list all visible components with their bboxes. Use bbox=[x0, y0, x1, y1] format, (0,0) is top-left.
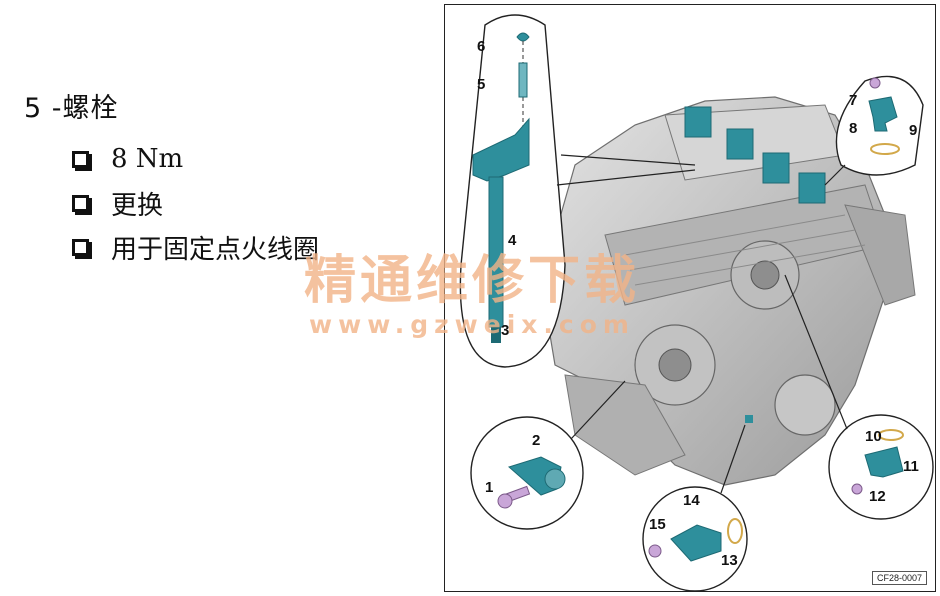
callout-7: 7 bbox=[849, 92, 857, 109]
callout-11: 11 bbox=[903, 458, 919, 475]
spec-list: 8 Nm 更换 用于固定点火线圈 bbox=[72, 137, 319, 269]
callout-10: 10 bbox=[865, 428, 882, 445]
engine-illustration: 1 2 3 4 5 6 7 8 9 10 11 12 13 14 15 bbox=[459, 14, 934, 592]
speed-sensor-inset-bottom bbox=[642, 424, 748, 592]
spec-text: 更换 bbox=[111, 190, 164, 221]
callout-15: 15 bbox=[649, 516, 666, 533]
callout-8: 8 bbox=[849, 120, 857, 137]
engine-diagram: 1 2 3 4 5 6 7 8 9 10 11 12 13 14 15 CF28… bbox=[444, 4, 936, 592]
knock-sensor-inset bbox=[470, 380, 626, 530]
callout-3: 3 bbox=[501, 322, 509, 339]
spec-item-purpose: 用于固定点火线圈 bbox=[72, 225, 319, 269]
callout-5: 5 bbox=[477, 76, 485, 93]
engine-block bbox=[544, 96, 916, 486]
callout-14: 14 bbox=[683, 492, 700, 509]
camshaft-sensor-inset-top bbox=[824, 75, 924, 186]
callout-6: 6 bbox=[477, 38, 485, 55]
checkbox-square-icon bbox=[72, 238, 89, 256]
spec-text: 8 Nm bbox=[111, 144, 184, 174]
spec-item-torque: 8 Nm bbox=[72, 137, 319, 181]
figure-code: CF28-0007 bbox=[871, 571, 927, 585]
callout-labels: 1 2 3 4 5 6 7 8 9 10 11 12 13 14 15 bbox=[477, 38, 919, 569]
callout-2: 2 bbox=[532, 432, 540, 449]
ignition-coil-inset bbox=[459, 14, 696, 368]
callout-1: 1 bbox=[485, 479, 493, 496]
spec-text: 用于固定点火线圈 bbox=[111, 234, 320, 265]
callout-4: 4 bbox=[508, 232, 517, 249]
text-panel: 5 -螺栓 8 Nm 更换 用于固定点火线圈 bbox=[0, 0, 440, 596]
callout-13: 13 bbox=[721, 552, 738, 569]
checkbox-square-icon bbox=[72, 150, 89, 168]
camshaft-sensor-inset-bottom bbox=[784, 274, 934, 520]
checkbox-square-icon bbox=[72, 194, 89, 212]
callout-9: 9 bbox=[909, 122, 917, 139]
spec-item-replace: 更换 bbox=[72, 181, 319, 225]
item-heading: 5 -螺栓 bbox=[24, 93, 119, 124]
callout-12: 12 bbox=[869, 488, 886, 505]
